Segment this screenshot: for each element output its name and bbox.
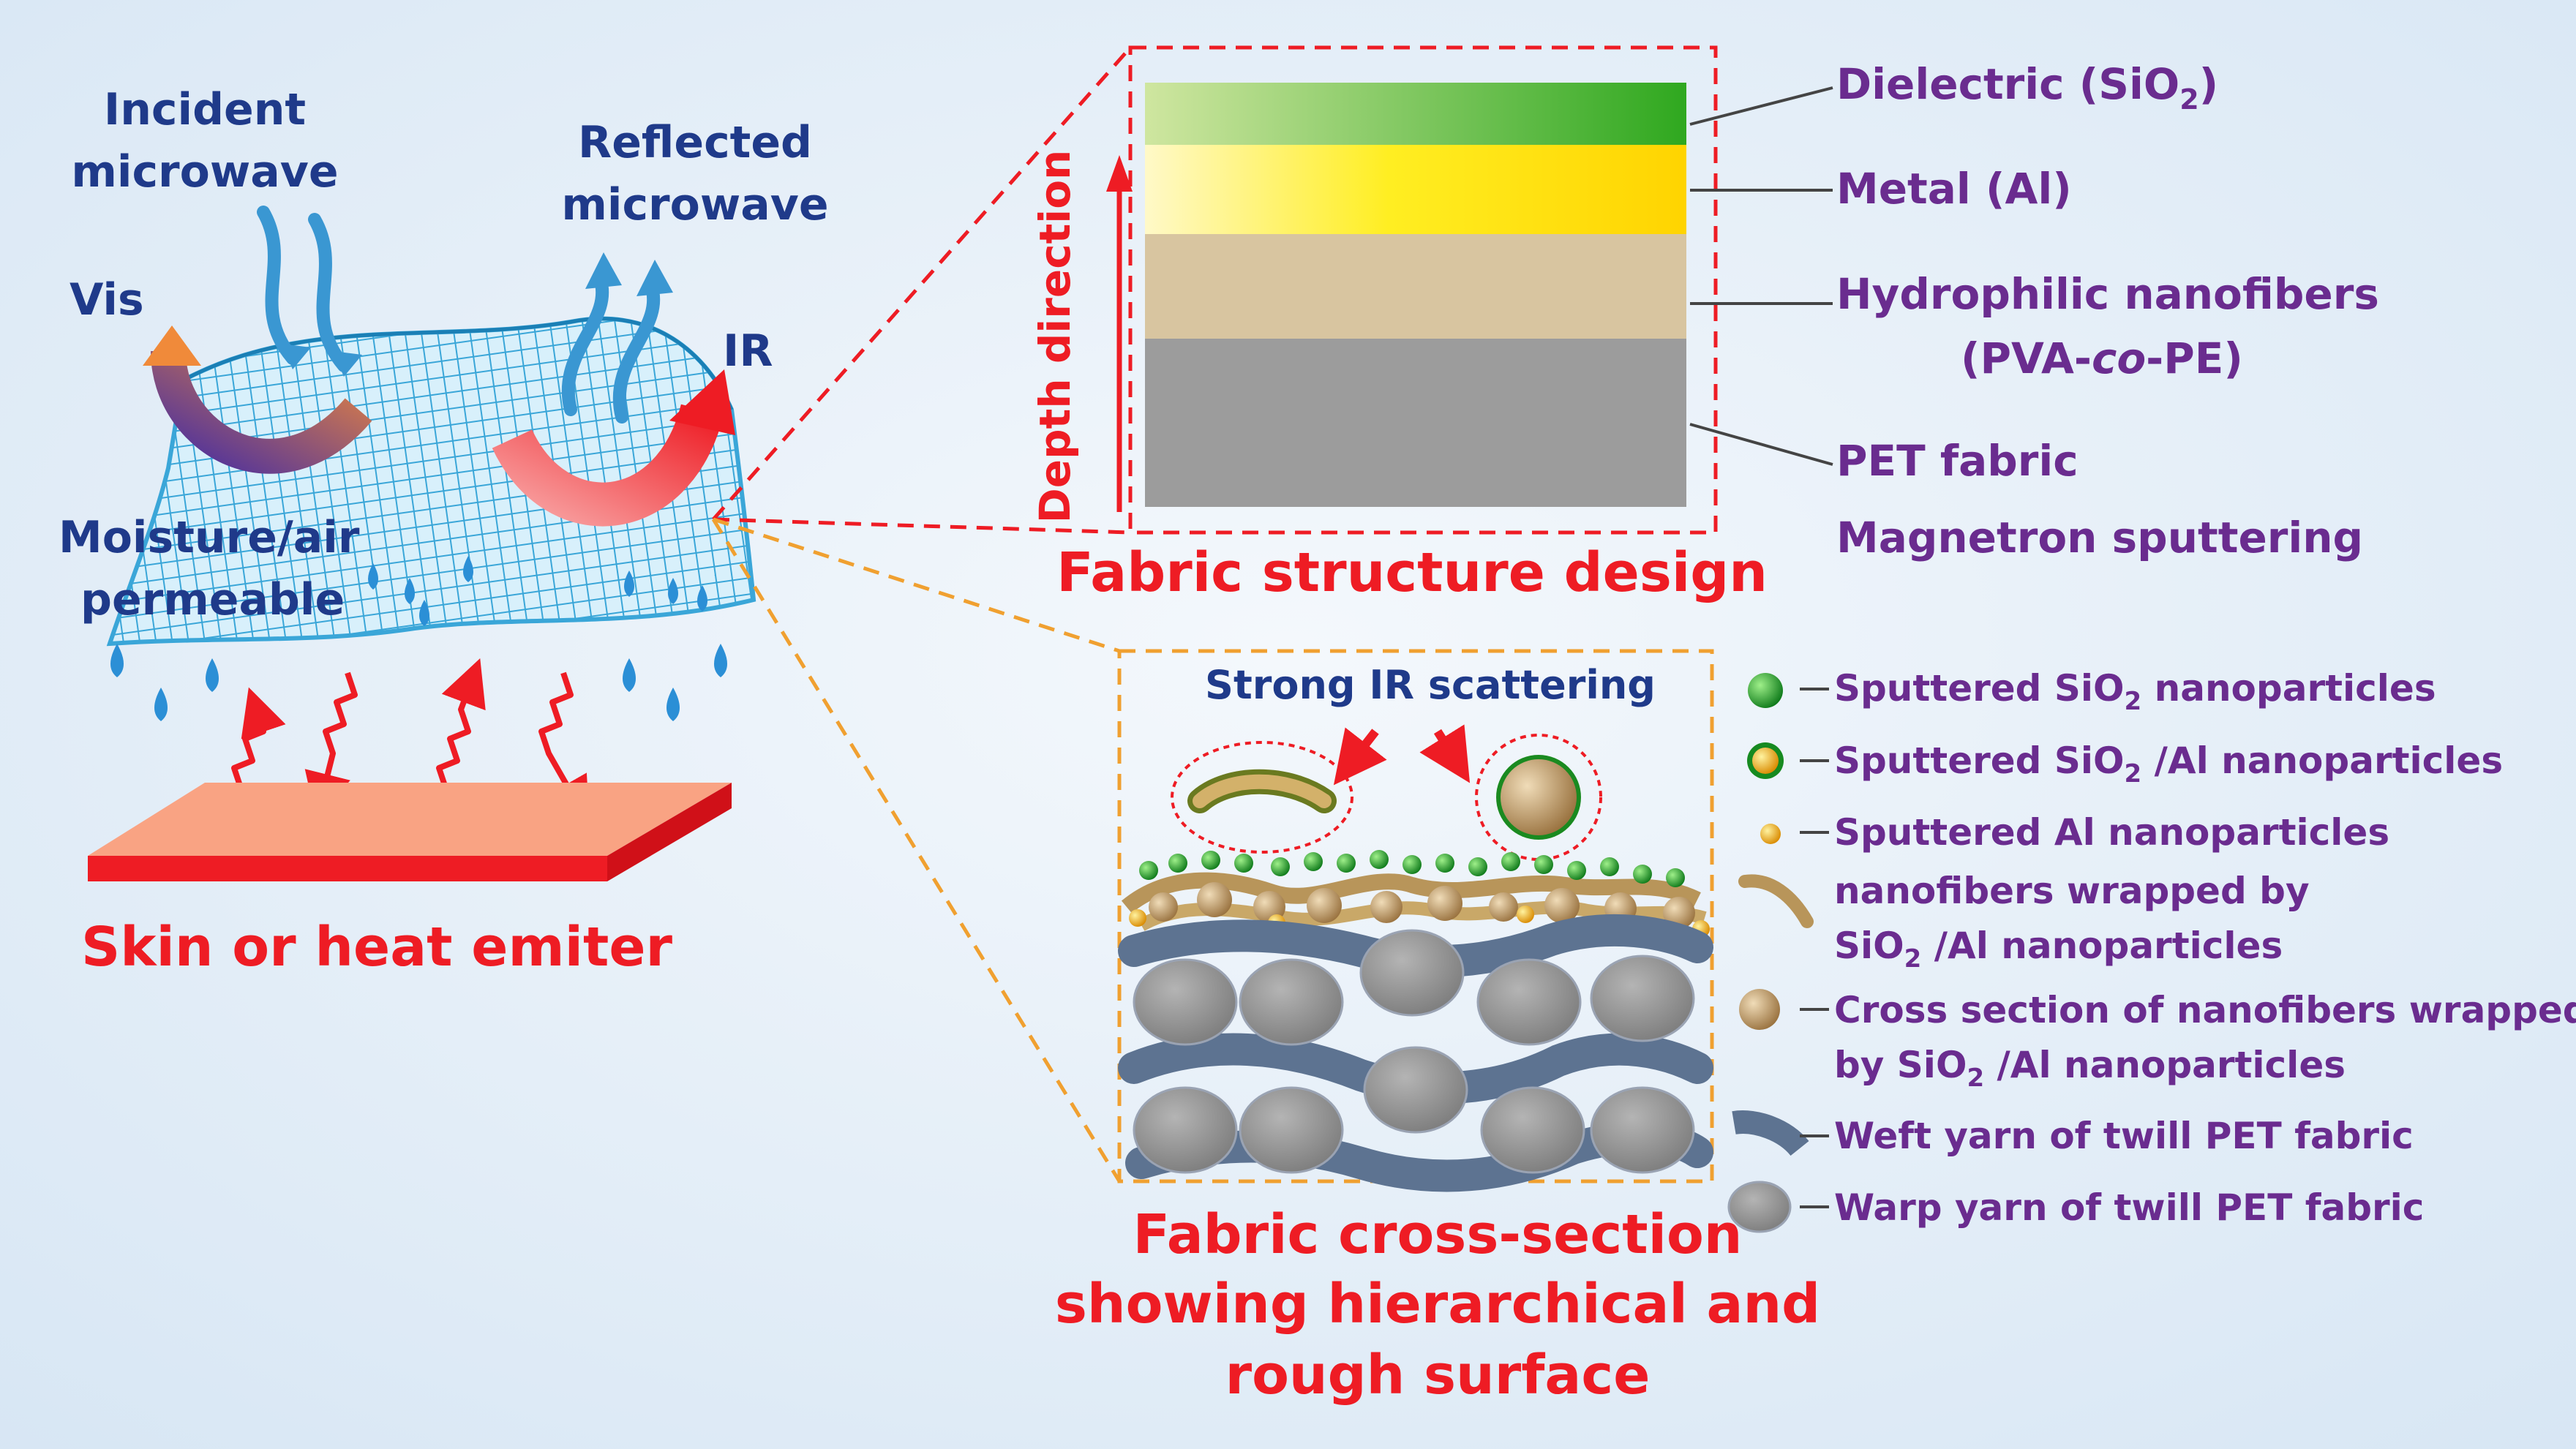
legend-item-weft: Weft yarn of twill PET fabric	[1834, 1115, 2414, 1157]
incident-microwave-arrows	[257, 206, 362, 377]
depth-arrow	[1106, 155, 1133, 512]
green-yellow-sphere-icon	[1747, 742, 1784, 779]
layer-leader-lines	[1689, 86, 1833, 466]
structure-frame	[1128, 45, 1718, 535]
layer-label-metal: Metal (Al)	[1836, 164, 2072, 214]
layer-label-pet: PET fabric	[1836, 436, 2079, 486]
legend-item-sio2: Sputtered SiO2 nanoparticles	[1834, 667, 2436, 716]
depth-label: Depth direction	[1030, 150, 1080, 524]
incident-label-line1: Incident	[104, 84, 306, 135]
layer-al	[1145, 145, 1686, 234]
moisture-label-line2: permeable	[80, 574, 345, 625]
legend: Sputtered SiO2 nanoparticles Sputtered S…	[1727, 667, 2576, 1233]
moisture-label-line1: Moisture/air	[59, 512, 360, 563]
structure-caption: Fabric structure design	[1056, 541, 1768, 604]
heat-arrows	[231, 658, 590, 825]
brown-fiber-icon	[1738, 874, 1814, 928]
layer-label-nanofibers: Hydrophilic nanofibers	[1836, 269, 2379, 319]
small-yellow-sphere-icon	[1760, 824, 1781, 844]
scatter-label: Strong IR scattering	[1205, 662, 1656, 708]
cross-section-caption-line2: showing hierarchical and	[1055, 1273, 1820, 1336]
fabric-mesh	[106, 316, 756, 647]
skin-label: Skin or heat emiter	[81, 916, 673, 979]
warp-yarn-icon	[1727, 1181, 1792, 1233]
layer-label-dielectric: Dielectric (SiO2)	[1836, 59, 2218, 116]
incident-label-line2: microwave	[71, 146, 338, 197]
layer-nanofibers	[1145, 234, 1686, 339]
legend-item-sio2-al: Sputtered SiO2 /Al nanoparticles	[1834, 739, 2503, 789]
reflected-label-line2: microwave	[561, 179, 828, 230]
legend-item-warp: Warp yarn of twill PET fabric	[1834, 1186, 2424, 1229]
vis-label: Vis	[70, 274, 144, 325]
legend-item-cross-line1: Cross section of nanofibers wrapped	[1834, 989, 2576, 1031]
legend-item-al: Sputtered Al nanoparticles	[1834, 811, 2389, 854]
warp-yarns	[1133, 929, 1695, 1174]
scatter-arrows	[1333, 724, 1471, 786]
green-sphere-icon	[1748, 673, 1783, 708]
cross-section-caption-line3: rough surface	[1225, 1344, 1651, 1407]
cross-section-caption-line1: Fabric cross-section	[1133, 1203, 1743, 1266]
reflected-microwave-arrows	[561, 252, 673, 424]
layer-sio2	[1145, 83, 1686, 145]
legend-item-nanofibers-line1: nanofibers wrapped by	[1834, 870, 2310, 912]
ir-arrow	[492, 369, 735, 527]
layer-stack	[1145, 83, 1686, 507]
brown-circle-icon	[1739, 989, 1780, 1030]
zoom-connectors	[711, 46, 1132, 1183]
skin-slab	[88, 783, 732, 881]
process-label: Magnetron sputtering	[1836, 513, 2363, 562]
cross-section-frame	[1117, 649, 1714, 1183]
particle-zoom-bubble	[1475, 734, 1602, 861]
fiber-zoom-bubble	[1171, 741, 1353, 854]
layer-label-nanofibers-sub: (PVA-co-PE)	[1961, 334, 2243, 383]
vis-arrow	[143, 325, 372, 474]
layer-pet	[1145, 339, 1686, 507]
water-drops	[110, 556, 727, 721]
reflected-label-line1: Reflected	[578, 117, 812, 168]
ir-label: IR	[723, 325, 773, 377]
legend-item-cross-line2: by SiO2 /Al nanoparticles	[1834, 1044, 2346, 1093]
legend-item-nanofibers-line2: SiO2 /Al nanoparticles	[1834, 925, 2283, 974]
weft-yarn-icon	[1732, 1110, 1809, 1156]
